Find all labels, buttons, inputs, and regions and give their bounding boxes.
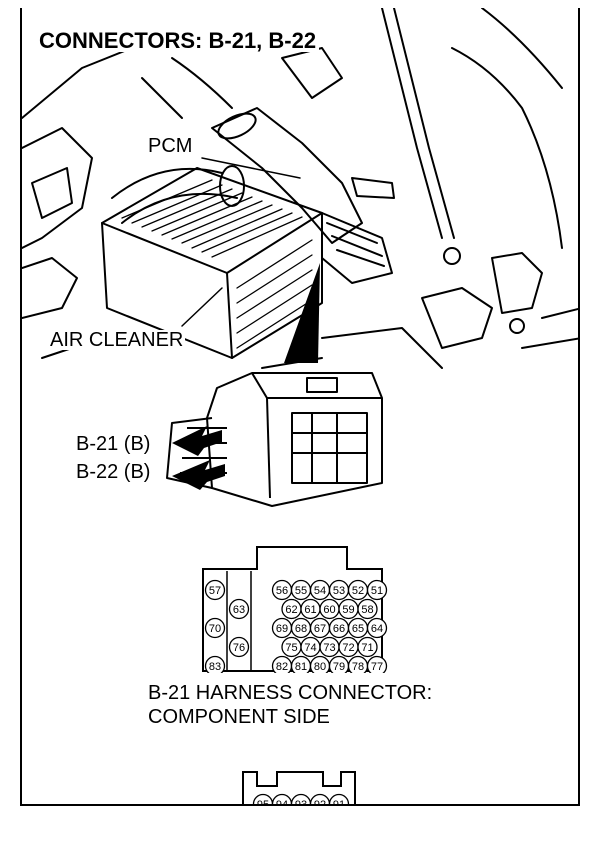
pin-label-91: 91	[333, 799, 345, 806]
pin-label-71: 71	[361, 642, 373, 654]
pcm-connector-detail	[166, 372, 383, 507]
pin-label-59: 59	[342, 604, 354, 616]
pin-label-56: 56	[276, 585, 288, 597]
pin-label-52: 52	[352, 585, 364, 597]
pin-label-73: 73	[323, 642, 335, 654]
pcm-label: PCM	[146, 135, 195, 157]
pin-label-68: 68	[295, 623, 307, 635]
pin-77	[366, 655, 388, 673]
b22-connector-face: 95 94 93 92 91	[242, 771, 356, 806]
pin-label-61: 61	[304, 604, 316, 616]
pin-label-58: 58	[361, 604, 373, 616]
b21-caption-line2: COMPONENT SIDE	[148, 706, 330, 728]
pin-94	[271, 793, 293, 804]
pin-label-65: 65	[352, 623, 364, 635]
pin-93	[290, 793, 312, 804]
pin-label-62: 62	[285, 604, 297, 616]
pin-label-67: 67	[314, 623, 326, 635]
pin-70	[204, 617, 226, 639]
pin-label-92: 92	[314, 799, 326, 806]
pin-92	[309, 793, 331, 804]
pin-label-54: 54	[314, 585, 326, 597]
pin-label-82: 82	[276, 661, 288, 673]
pin-label-69: 69	[276, 623, 288, 635]
b22-pin-row: 95 94 93 92 91	[252, 793, 350, 806]
pin-label-81: 81	[295, 661, 307, 673]
b21-pin-grid: 57 63 70 76 83 56 55 54 53 52 51 62 61 60 59 58 69 68 67 66…	[204, 579, 388, 673]
pin-label-70: 70	[209, 623, 221, 635]
b21-connector-face: 57 63 70 76 83 56 55 54 53 52 51 62 61 60 59 58 69 68 67 66…	[202, 546, 388, 673]
diagram-frame: 57 63 70 76 83 56 55 54 53 52 51 62 61 60 59 58 69 68 67 66…	[20, 8, 580, 806]
pin-57	[204, 579, 226, 601]
pin-label-55: 55	[295, 585, 307, 597]
pin-label-51: 51	[371, 585, 383, 597]
air-cleaner-label: AIR CLEANER	[48, 329, 186, 351]
engine-bay-illustration	[22, 8, 578, 369]
pin-91	[328, 793, 350, 804]
pin-label-66: 66	[333, 623, 345, 635]
pin-71	[357, 636, 378, 658]
b21-caption-line1: B-21 HARNESS CONNECTOR:	[148, 682, 433, 704]
pin-label-74: 74	[304, 642, 316, 654]
pin-label-94: 94	[276, 799, 288, 806]
pin-label-60: 60	[323, 604, 335, 616]
b21-connector-label: B-21 (B)	[76, 433, 151, 455]
pin-label-77: 77	[371, 661, 383, 673]
pin-58	[357, 598, 378, 620]
pin-label-75: 75	[285, 642, 297, 654]
b22-connector-label: B-22 (B)	[76, 461, 151, 483]
pin-label-63: 63	[233, 604, 245, 616]
pin-64	[366, 617, 388, 639]
pin-label-57: 57	[209, 585, 221, 597]
pin-label-76: 76	[233, 642, 245, 654]
pin-label-79: 79	[333, 661, 345, 673]
pin-63	[228, 598, 250, 620]
pin-label-83: 83	[209, 661, 221, 673]
pin-label-95: 95	[257, 799, 269, 806]
pin-label-72: 72	[342, 642, 354, 654]
pin-95	[252, 793, 274, 804]
pin-label-53: 53	[333, 585, 345, 597]
b21-caption: B-21 HARNESS CONNECTOR: COMPONENT SIDE	[148, 681, 433, 729]
pin-76	[228, 636, 250, 658]
pin-51	[366, 579, 388, 601]
pin-label-78: 78	[352, 661, 364, 673]
pin-label-64: 64	[371, 623, 383, 635]
pin-83	[204, 655, 226, 673]
page-title: CONNECTORS: B-21, B-22	[36, 30, 320, 52]
pin-label-93: 93	[295, 799, 307, 806]
pin-label-80: 80	[314, 661, 326, 673]
